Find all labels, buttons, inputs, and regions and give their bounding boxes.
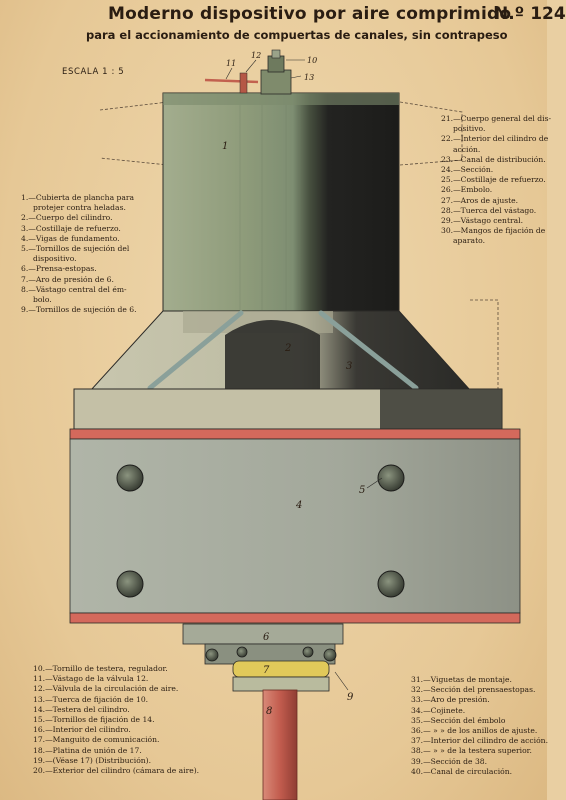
legend-item: 36.— » » de los anillos de ajuste.: [411, 726, 538, 736]
technical-drawing: 1 2 3 4 5 6 7 8 9 10 11 12 13: [69, 49, 521, 800]
legend-right-top: 21.—Cuerpo general del dis- positivo. 22…: [441, 114, 551, 247]
legend-item: 25.—Costillaje de refuerzo.: [441, 175, 546, 185]
legend-item: 34.—Cojinete.: [411, 705, 466, 715]
legend-right-bottom: 31.—Viguetas de montaje. 32.—Sección del…: [411, 675, 548, 777]
legend-left-top: 1.—Cubierta de plancha para protejer con…: [21, 193, 137, 315]
legend-item: 2.—Cuerpo del cilindro.: [21, 213, 113, 223]
legend-item: 37.—Interior del cilindro de acción.: [411, 736, 548, 746]
beam-top-flange: [69, 428, 521, 440]
plate-subtitle: para el accionamiento de compuertas de c…: [86, 28, 508, 42]
pressure-ring: [232, 660, 330, 678]
legend-item: 6.—Prensa-estopas.: [21, 264, 97, 274]
legend-item: 16.—Interior del cilindro.: [33, 725, 131, 735]
legend-item: 18.—Platina de unión de 17.: [33, 745, 142, 755]
callout-11: 11: [226, 59, 236, 68]
plate-title: Moderno dispositivo por aire comprimido: [108, 4, 512, 24]
regulator-cap: [271, 49, 281, 59]
plate-number: N.º 124: [494, 4, 566, 24]
legend-item: 3.—Costillaje de refuerzo.: [21, 223, 121, 233]
legend-item: 4.—Vigas de fundamento.: [21, 233, 120, 243]
callout-5: 5: [359, 485, 365, 496]
legend-item: protejer contra heladas.: [33, 203, 126, 213]
legend-item: 29.—Vástago central.: [441, 216, 523, 226]
legend-item: 14.—Testera del cilindro.: [33, 704, 130, 714]
legend-item: 22.—Interior del cilindro de: [441, 134, 549, 144]
base-inner-shadow: [225, 320, 320, 390]
base-right-outline: [470, 299, 499, 392]
legend-item: aparato.: [453, 236, 485, 246]
legend-item: positivo.: [453, 124, 486, 134]
beam-bottom-flange: [69, 612, 521, 624]
right-handle-outline: [399, 101, 463, 166]
legend-item: 38.— » » de la testera superior.: [411, 746, 532, 756]
legend-item: 10.—Tornillo de testera, regulador.: [33, 664, 168, 673]
legend-item: 15.—Tornillos de fijación de 14.: [33, 715, 155, 725]
legend-item: 32.—Sección del prensaestopas.: [411, 685, 536, 695]
callout-7: 7: [263, 665, 270, 676]
legend-left-bottom: 10.—Tornillo de testera, regulador. 11.—…: [33, 664, 199, 776]
callout-9: 9: [347, 692, 354, 703]
cylinder-cover: [162, 92, 400, 312]
callout-1: 1: [222, 141, 228, 152]
regulator-screw: [267, 55, 285, 73]
legend-item: 5.—Tornillos de sujeción del: [21, 244, 130, 254]
callout-12: 12: [251, 51, 261, 60]
foundation-beam: [69, 438, 521, 614]
bolt: [377, 464, 405, 492]
legend-item: dispositivo.: [33, 254, 77, 264]
legend-item: 24.—Sección.: [441, 165, 494, 175]
reinforcement-ribs: [147, 310, 419, 391]
callout-6: 6: [263, 632, 270, 643]
callout-8: 8: [266, 706, 272, 717]
left-handle-outline: [99, 101, 169, 166]
scale-label: ESCALA 1 : 5: [62, 67, 125, 77]
legend-item: 21.—Cuerpo general del dis-: [441, 114, 552, 123]
legend-item: 39.—Sección de 38.: [411, 756, 488, 766]
legend-item: 17.—Manguito de comunicación.: [33, 735, 160, 745]
legend-item: 40.—Canal de circulación.: [411, 766, 513, 776]
legend-item: 7.—Aro de presión de 6.: [21, 274, 114, 284]
cylinder-top-edge: [163, 93, 399, 105]
legend-item: 28.—Tuerca del vástago.: [441, 205, 537, 215]
legend-item: 9.—Tornillos de sujeción de 6.: [21, 305, 137, 315]
callout-3: 3: [346, 361, 352, 372]
gland-lower-ring: [232, 676, 330, 692]
callout-13: 13: [304, 73, 314, 82]
legend-item: 30.—Mangos de fijación de: [441, 226, 546, 236]
legend-item: 13.—Tuerca de fijación de 10.: [33, 694, 149, 704]
callout-2: 2: [284, 343, 291, 354]
legend-item: 1.—Cubierta de plancha para: [21, 193, 135, 202]
legend-item: acción.: [453, 144, 481, 154]
air-valve: [239, 72, 248, 94]
legend-item: 12.—Válvula de la circulación de aire.: [33, 684, 179, 694]
cylinder-texture: [239, 105, 301, 310]
callout-4: 4: [295, 500, 302, 511]
valve-stem: [204, 78, 259, 84]
callout-10: 10: [307, 56, 317, 65]
foundation-plate-shadow: [380, 389, 502, 429]
bolt: [116, 570, 144, 598]
cylinder-head-nut: [260, 69, 292, 95]
legend-item: 19.—(Véase 17) (Distribución).: [33, 755, 152, 765]
leader-lines: [225, 59, 383, 691]
legend-item: 8.—Vástago central del ém-: [21, 284, 127, 294]
bolt: [377, 570, 405, 598]
legend-item: 33.—Aro de presión.: [411, 695, 490, 705]
legend-item: 31.—Viguetas de montaje.: [411, 675, 512, 684]
legend-item: 11.—Vástago de la válvula 12.: [33, 674, 149, 684]
central-piston-rod: [262, 689, 298, 800]
legend-item: 27.—Aros de ajuste.: [441, 195, 519, 205]
legend-item: 20.—Exterior del cilindro (cámara de air…: [33, 766, 200, 776]
legend-item: bolo.: [33, 295, 52, 305]
fixing-bolts: [116, 464, 405, 598]
legend-item: 23.—Canal de distribución.: [441, 154, 546, 164]
legend-item: 35.—Sección del émbolo: [411, 715, 506, 725]
bolt: [116, 464, 144, 492]
legend-item: 26.—Embolo.: [441, 185, 493, 195]
